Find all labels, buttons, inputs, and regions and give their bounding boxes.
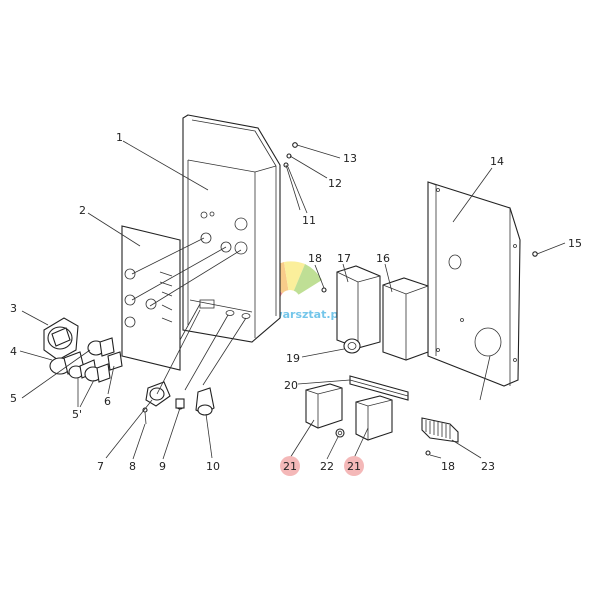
leader-lines xyxy=(19,140,566,460)
cable-grommet xyxy=(343,338,361,354)
bushing xyxy=(175,398,185,410)
din-rail xyxy=(349,375,409,401)
rotary-main-switch xyxy=(43,317,79,361)
contactor-left xyxy=(305,383,343,429)
front-label-plate xyxy=(121,225,181,371)
terminal-block xyxy=(421,417,459,443)
callout-4: 4 xyxy=(10,345,17,358)
callout-2: 2 xyxy=(79,204,86,217)
highlight-21-left xyxy=(280,456,300,476)
callout-21-left: 21 xyxy=(283,460,297,473)
indicator-lamp xyxy=(195,387,215,416)
contact-block xyxy=(107,351,123,371)
callout-9: 9 xyxy=(159,460,166,473)
callout-12: 12 xyxy=(328,177,342,190)
callout-18-top: 18 xyxy=(308,252,322,265)
callout-23: 23 xyxy=(481,460,495,473)
callout-3: 3 xyxy=(10,302,17,315)
mounting-back-plate xyxy=(427,181,521,387)
callout-17: 17 xyxy=(337,252,351,265)
pushbutton-5-bottom xyxy=(84,363,111,383)
callout-5: 5 xyxy=(10,392,17,405)
power-supply-17 xyxy=(336,265,381,349)
callout-6: 6 xyxy=(104,395,111,408)
callout-8: 8 xyxy=(129,460,136,473)
pushbutton-5-top xyxy=(87,337,115,357)
callout-15: 15 xyxy=(568,237,582,250)
nut-22 xyxy=(335,428,345,438)
callout-1: 1 xyxy=(116,131,123,144)
callout-13: 13 xyxy=(343,152,357,165)
callout-19: 19 xyxy=(286,352,300,365)
callout-20: 20 xyxy=(284,379,298,392)
small-screw xyxy=(142,407,148,425)
callout-labels: 1 2 3 4 5 5' 6 7 8 9 10 11 12 13 14 15 1… xyxy=(10,131,582,473)
contactor-right xyxy=(355,395,393,441)
callout-11: 11 xyxy=(302,214,316,227)
power-supply-16 xyxy=(382,277,429,361)
callout-14: 14 xyxy=(490,155,504,168)
highlight-21-right xyxy=(344,456,364,476)
callout-16: 16 xyxy=(376,252,390,265)
screw-15 xyxy=(532,251,538,257)
callout-5-prime: 5' xyxy=(72,408,82,421)
callout-10: 10 xyxy=(206,460,220,473)
callout-7: 7 xyxy=(97,460,104,473)
screws-11-13 xyxy=(283,142,301,211)
callout-22: 22 xyxy=(320,460,334,473)
projection-lines xyxy=(131,237,247,391)
callout-18-bottom: 18 xyxy=(441,460,455,473)
front-door-enclosure xyxy=(182,114,281,343)
callout-21-right: 21 xyxy=(347,460,361,473)
